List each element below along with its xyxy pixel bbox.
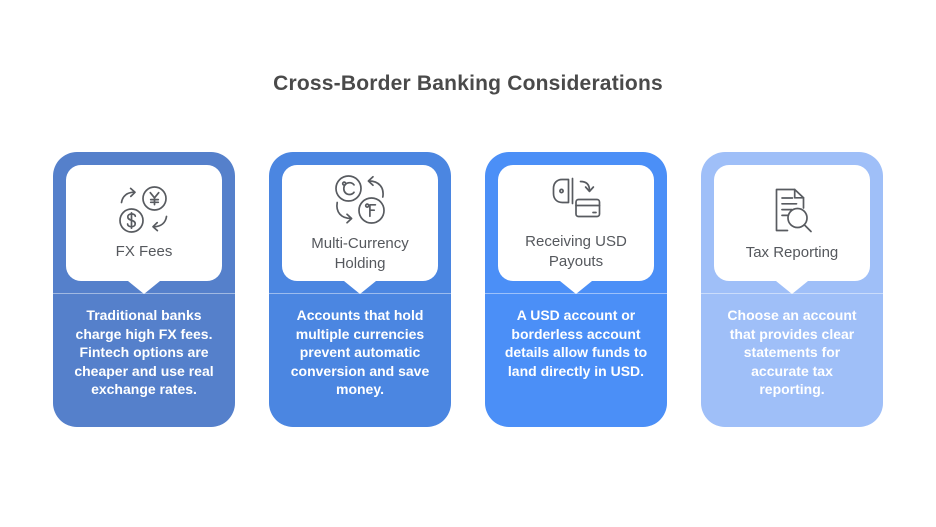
card-tax-reporting: Tax Reporting Choose an account that pro… xyxy=(701,152,883,427)
card-description: Choose an account that provides clear st… xyxy=(727,307,857,397)
bubble-tail xyxy=(776,281,808,294)
bubble-tail xyxy=(560,281,592,294)
document-search-icon xyxy=(775,188,812,232)
card-description: Traditional banks charge high FX fees. F… xyxy=(74,307,214,397)
card-description: Accounts that hold multiple currencies p… xyxy=(290,307,430,397)
card-bubble: Tax Reporting xyxy=(714,165,870,294)
page-title: Cross-Border Banking Considerations xyxy=(273,72,663,95)
card-description: A USD account or borderless account deta… xyxy=(504,307,648,379)
card-title: Tax Reporting xyxy=(745,243,839,261)
wallet-to-card-icon xyxy=(552,177,601,217)
card-fx-fees: FX Fees Traditional banks charge high FX… xyxy=(53,152,235,427)
bubble-tail xyxy=(344,281,376,294)
card-bubble: Multi-Currency Holding xyxy=(282,165,438,294)
unit-conversion-icon xyxy=(335,174,385,224)
card-bubble: Receiving USD Payouts xyxy=(498,165,654,294)
bubble-tail xyxy=(128,281,160,294)
card-bubble: FX Fees xyxy=(66,165,222,294)
cards-row: FX Fees Traditional banks charge high FX… xyxy=(0,152,936,427)
card-title: Multi-Currency Holding xyxy=(311,234,409,272)
currency-exchange-icon xyxy=(119,185,168,233)
card-title: Receiving USD Payouts xyxy=(525,232,627,270)
card-multi-currency-holding: Multi-Currency Holding Accounts that hol… xyxy=(269,152,451,427)
card-receiving-usd-payouts: Receiving USD Payouts A USD account or b… xyxy=(485,152,667,427)
card-title: FX Fees xyxy=(115,242,173,260)
